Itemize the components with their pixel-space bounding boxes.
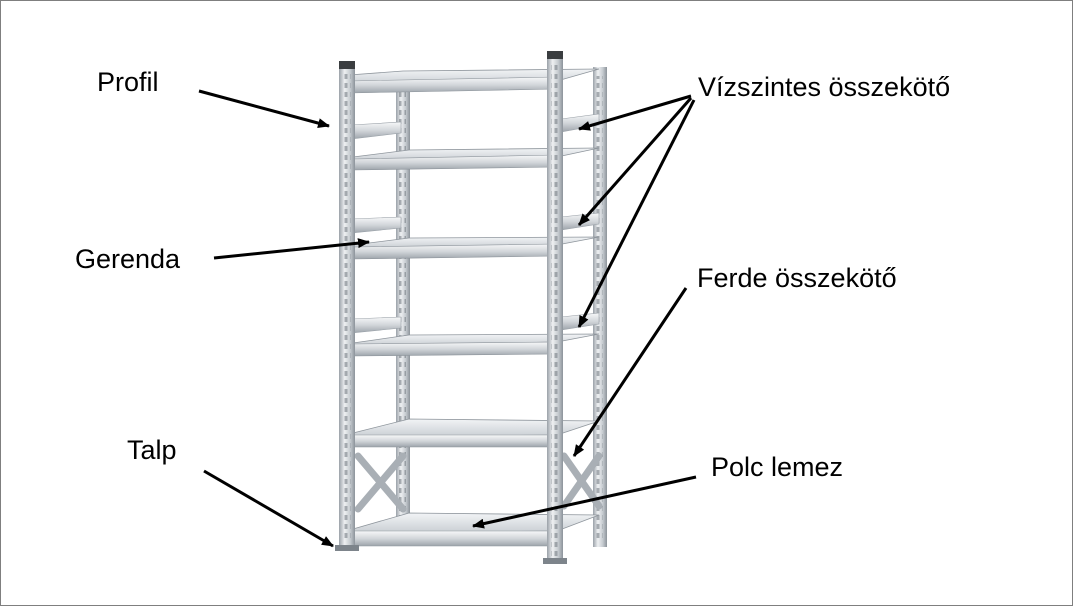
label-polc-lemez: Polc lemez bbox=[711, 452, 844, 482]
label-talp: Talp bbox=[127, 435, 177, 465]
front-left-post bbox=[335, 61, 359, 551]
arrow-talp bbox=[203, 469, 334, 548]
arrow-vizszintes-3 bbox=[577, 99, 696, 328]
diagonal-braces bbox=[354, 452, 603, 513]
shelf-bottom bbox=[352, 512, 600, 547]
arrow-gerenda bbox=[213, 238, 370, 260]
arrow-vizszintes-2 bbox=[577, 97, 693, 226]
arrow-profil bbox=[198, 89, 330, 128]
front-right-post bbox=[543, 51, 567, 564]
label-gerenda: Gerenda bbox=[75, 244, 181, 274]
label-profil: Profil bbox=[97, 67, 159, 97]
shelf-4 bbox=[352, 333, 600, 357]
shelf-5 bbox=[352, 418, 600, 448]
back-right-post bbox=[593, 67, 607, 547]
label-ferde-osszekoto: Ferde összekötő bbox=[697, 263, 897, 293]
left-side-connectors bbox=[350, 121, 402, 334]
arrow-ferde bbox=[572, 287, 688, 457]
annotation-arrows bbox=[198, 89, 697, 548]
label-vizszintes-osszekoto: Vízszintes összekötő bbox=[698, 72, 951, 102]
shelf-top bbox=[348, 68, 600, 94]
arrow-vizszintes-1 bbox=[578, 94, 692, 131]
arrow-polc-lemez bbox=[472, 475, 697, 529]
